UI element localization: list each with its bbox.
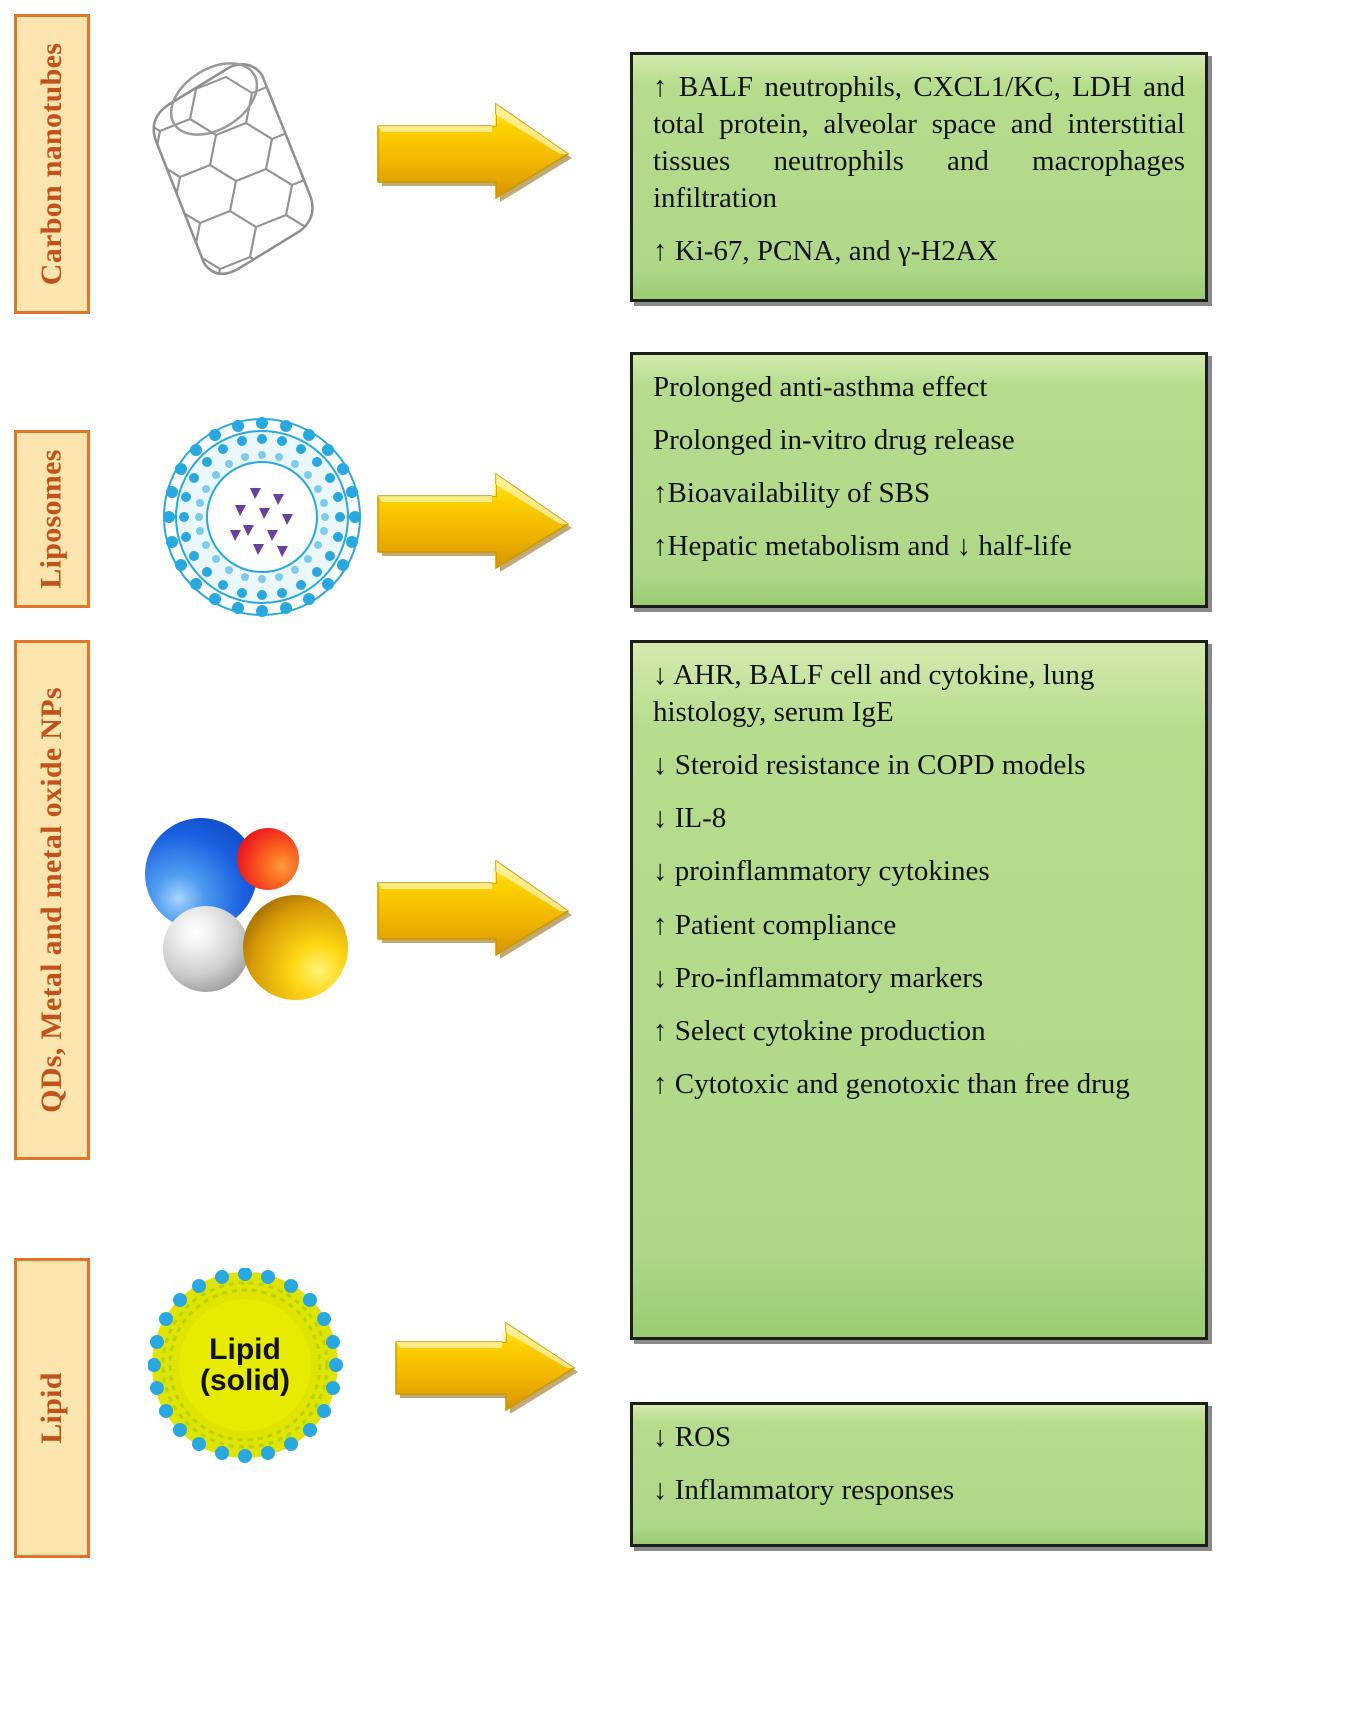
outcome-item: ↓ ROS <box>653 1421 732 1453</box>
category-label-lipid: Lipid <box>14 1258 90 1558</box>
outcome-item: ↓ Inflammatory responses <box>653 1474 955 1507</box>
category-label-carbon-nanotubes: Carbon nanotubes <box>14 14 90 314</box>
category-label-text: Liposomes <box>35 449 69 589</box>
outcome-item: ↓ IL-8 <box>653 802 727 835</box>
outcome-item: ↑ Select cytokine production <box>653 1014 986 1047</box>
category-label-text: Carbon nanotubes <box>35 42 68 286</box>
carbon-nanotube-mesh-icon <box>110 45 340 295</box>
category-label-qds-metal-nps: QDs, Metal and metal oxide NPs <box>14 640 90 1160</box>
liposome-vesicle-icon <box>155 410 370 625</box>
category-label-liposomes: Liposomes <box>14 430 90 608</box>
solid-lipid-label-line1: Lipid <box>209 1332 281 1366</box>
solid-lipid-label-line2: (solid) <box>200 1364 290 1397</box>
nanoparticle-sphere-red <box>237 828 299 890</box>
outcome-box-lipid: ↓ ROS ↓ Inflammatory responses <box>630 1402 1208 1547</box>
nanoparticle-sphere-silver <box>163 906 249 992</box>
solid-lipid-core: Lipid (solid) <box>179 1299 311 1431</box>
outcome-item: ↓ AHR, BALF cell and cytokine, lung hist… <box>653 659 1095 729</box>
outcome-item: ↓ Steroid resistance in COPD models <box>653 749 1086 782</box>
outcome-item: ↑ BALF neutrophils, CXCL1/KC, LDH and to… <box>653 71 1185 215</box>
outcome-item: ↓ proinflammatory cytokines <box>653 855 990 888</box>
category-label-text: QDs, Metal and metal oxide NPs <box>35 687 69 1113</box>
outcome-item: Prolonged in-vitro drug release <box>653 424 1015 457</box>
flow-arrow-carbon-nanotubes <box>372 98 572 203</box>
outcome-item: Prolonged anti-asthma effect <box>653 371 988 403</box>
outcome-box-liposomes: Prolonged anti-asthma effect Prolonged i… <box>630 352 1208 608</box>
outcome-item: ↑ Patient compliance <box>653 908 897 941</box>
metal-nanoparticle-spheres-icon <box>145 800 370 1000</box>
outcome-box-carbon-nanotubes: ↑ BALF neutrophils, CXCL1/KC, LDH and to… <box>630 52 1208 302</box>
outcome-item: ↑Bioavailability of SBS <box>653 477 931 510</box>
outcome-item: ↑ Ki-67, PCNA, and γ-H2AX <box>653 235 998 268</box>
outcome-item: ↑ Cytotoxic and genotoxic than free drug <box>653 1067 1130 1100</box>
nanoparticle-sphere-gold <box>243 895 348 1000</box>
outcome-item: ↓ Pro-inflammatory markers <box>653 961 984 994</box>
solid-lipid-nanoparticle-icon: Lipid (solid) <box>148 1268 343 1463</box>
flow-arrow-lipid <box>390 1318 580 1413</box>
flow-arrow-qds-metal-nps <box>372 855 572 960</box>
category-label-text: Lipid <box>35 1372 68 1444</box>
outcome-item: ↑Hepatic metabolism and ↓ half-life <box>653 530 1072 563</box>
outcome-box-qds-metal-nps: ↓ AHR, BALF cell and cytokine, lung hist… <box>630 640 1208 1340</box>
flow-arrow-liposomes <box>372 468 572 573</box>
